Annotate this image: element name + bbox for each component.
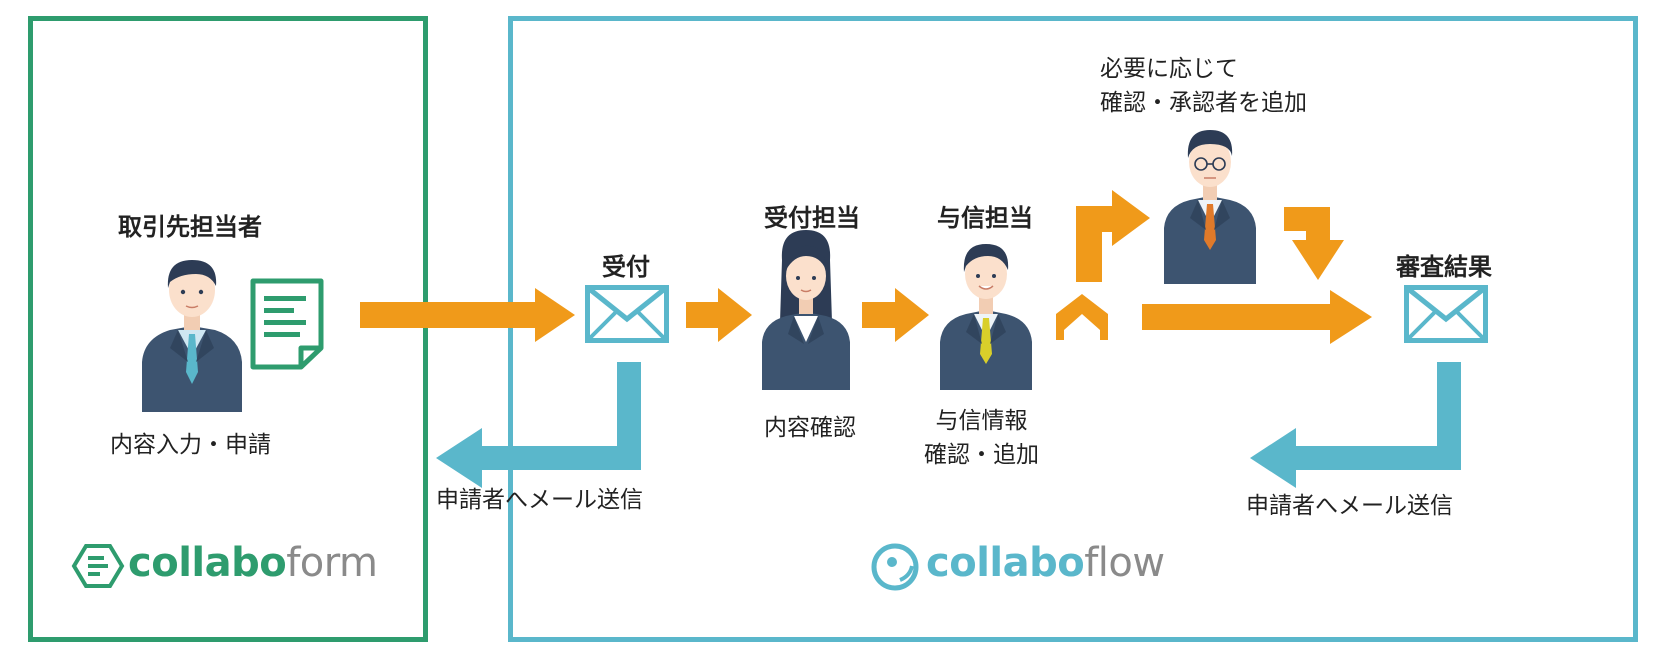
credit-caption: 与信情報 確認・追加	[924, 404, 1039, 472]
credit-person-icon	[940, 244, 1032, 390]
collaboflow-logo: collaboflow	[926, 540, 1165, 586]
arrow-to-credit	[862, 288, 929, 342]
arrow-submit	[360, 288, 575, 342]
logo-collabo-part: collabo	[926, 540, 1085, 586]
diamond-branch-icon	[1056, 294, 1108, 340]
approver-person-icon	[1164, 130, 1256, 284]
arrow-to-result	[1142, 290, 1372, 344]
optional-note-line2: 確認・承認者を追加	[1100, 90, 1307, 116]
credit-title: 与信担当	[937, 204, 1033, 232]
optional-note-line1: 必要に応じて	[1100, 56, 1238, 82]
envelope-icon	[585, 285, 669, 343]
optional-approver-note: 必要に応じて 確認・承認者を追加	[1100, 52, 1307, 120]
arrow-mail-left	[436, 362, 641, 488]
collaboflow-frame	[508, 16, 1638, 642]
credit-caption-line2: 確認・追加	[924, 442, 1039, 468]
collaboform-frame	[28, 16, 428, 642]
reception-caption: 内容確認	[764, 415, 856, 441]
collaboform-logo: collaboform	[128, 540, 378, 586]
collaboform-logo-icon	[71, 544, 125, 588]
mail-to-applicant-right: 申請者へメール送信	[1246, 493, 1453, 519]
document-icon	[250, 278, 324, 370]
client-person-icon	[142, 260, 242, 412]
client-person-title: 取引先担当者	[118, 213, 262, 241]
logo-collabo-part: collabo	[128, 540, 287, 586]
logo-flow-part: flow	[1084, 540, 1165, 586]
logo-form-part: form	[286, 540, 378, 586]
arrow-to-reception	[686, 288, 752, 342]
receipt-label: 受付	[602, 253, 650, 281]
arrow-mail-right	[1250, 362, 1461, 488]
envelope-icon	[1404, 285, 1488, 343]
arrow-from-optional	[1284, 207, 1344, 280]
result-label: 審査結果	[1396, 253, 1492, 281]
client-person-caption: 内容入力・申請	[110, 432, 271, 458]
reception-person-icon	[762, 230, 850, 390]
collaboflow-logo-icon	[871, 543, 919, 591]
arrow-to-optional	[1076, 190, 1150, 282]
mail-to-applicant-left: 申請者へメール送信	[436, 487, 643, 513]
reception-title: 受付担当	[764, 204, 860, 232]
credit-caption-line1: 与信情報	[935, 408, 1028, 434]
